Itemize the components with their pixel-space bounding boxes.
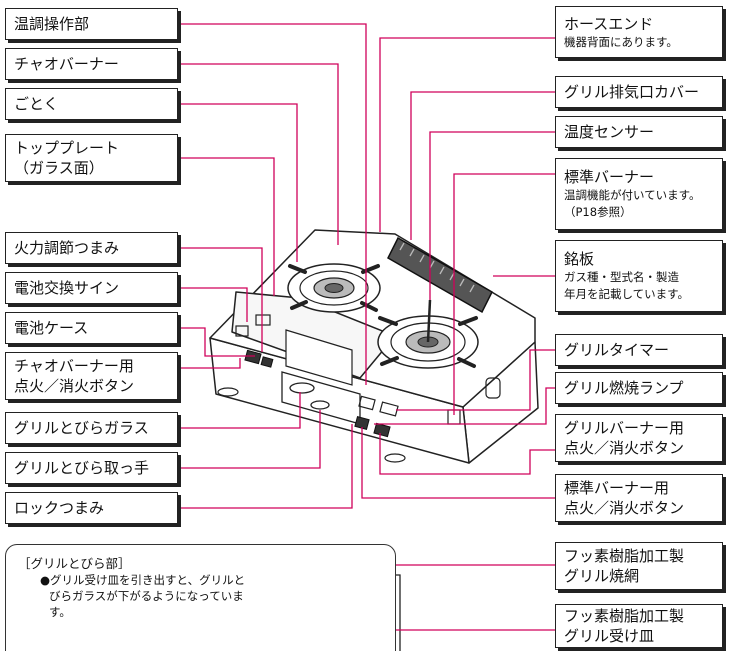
label-std-burner: 標準バーナー温調機能が付いています。 （P18参照）: [555, 158, 723, 230]
label-grill-timer-text: グリルタイマー: [564, 341, 670, 359]
label-grill-door-handle: グリルとびら取っ手: [5, 452, 178, 484]
label-temp-control-text: 温調操作部: [14, 15, 90, 33]
label-grill-tray: フッ素樹脂加工製グリル受け皿: [555, 604, 723, 648]
label-nameplate-sub: ガス種・型式名・製造: [564, 270, 679, 284]
label-battery-case-text: 電池ケース: [14, 319, 89, 337]
label-top-plate: トッププレート （ガラス面）: [5, 134, 178, 182]
chao-ignition-btn: [244, 349, 262, 365]
label-std-burner-text: 標準バーナー: [564, 168, 655, 186]
grill-door-handle-shape: [289, 382, 315, 394]
label-battery-sign: 電池交換サイン: [5, 272, 178, 304]
label-gotoku-text: ごとく: [14, 95, 59, 113]
grill-door-note-box: ［グリルとびら部］ ●グリル受け皿を引き出すと、グリルとびらガラスが下がるように…: [5, 544, 396, 651]
label-grill-net-text: フッ素樹脂加工製: [564, 547, 685, 565]
label-grill-lamp-text: グリル燃焼ランプ: [564, 379, 684, 397]
label-temp-sensor: 温度センサー: [555, 116, 723, 148]
label-lock-knob-text: ロックつまみ: [14, 499, 105, 517]
label-std-burner-sub: 温調機能が付いています。: [564, 188, 701, 202]
front-display-window: [285, 329, 353, 386]
label-temp-sensor-text: 温度センサー: [564, 123, 655, 141]
label-grill-door-glass-text: グリルとびらガラス: [14, 419, 149, 437]
label-fire-knob: 火力調節つまみ: [5, 232, 178, 264]
burner-left: [287, 263, 381, 313]
label-chao-ignition-text2: 点火／消火ボタン: [14, 377, 135, 395]
label-grill-net-text2: グリル焼網: [564, 567, 640, 585]
label-grill-lamp: グリル燃焼ランプ: [555, 372, 723, 404]
label-temp-control: 温調操作部: [5, 8, 178, 40]
battery-case-box: [235, 325, 249, 337]
gotoku-right: [378, 316, 478, 368]
grill-timer-btn: [379, 401, 399, 417]
hose-plug: [485, 377, 501, 399]
label-std-ignition: 標準バーナー用点火／消火ボタン: [555, 474, 723, 522]
label-grill-ignition-text: グリルバーナー用: [564, 419, 685, 437]
label-top-plate-text2: （ガラス面）: [14, 159, 104, 177]
label-nameplate-sub2: 年月を記載しています。: [564, 287, 690, 301]
label-grill-net: フッ素樹脂加工製グリル焼網: [555, 542, 723, 590]
label-grill-ignition: グリルバーナー用点火／消火ボタン: [555, 414, 723, 462]
label-grill-door-handle-text: グリルとびら取っ手: [14, 459, 150, 477]
label-gotoku: ごとく: [5, 88, 178, 120]
label-grill-exhaust-text: グリル排気口カバー: [564, 83, 700, 101]
label-nameplate: 銘板ガス種・型式名・製造年月を記載しています。: [555, 240, 723, 312]
label-grill-door-glass: グリルとびらガラス: [5, 412, 178, 444]
foot-right: [384, 453, 406, 463]
label-chao-ignition: チャオバーナー用点火／消火ボタン: [5, 352, 178, 400]
control-strip: [231, 291, 396, 379]
label-top-plate-text: トッププレート: [14, 139, 120, 157]
label-grill-tray-text2: グリル受け皿: [564, 627, 655, 645]
label-battery-case: 電池ケース: [5, 312, 178, 344]
label-chao-ignition-text: チャオバーナー用: [14, 357, 134, 375]
temp-sensor-rod: [426, 299, 432, 343]
label-battery-sign-text: 電池交換サイン: [14, 279, 120, 297]
label-grill-exhaust: グリル排気口カバー: [555, 76, 723, 108]
label-hose-end-sub: 機器背面にあります。: [564, 34, 678, 49]
label-std-ignition-text2: 点火／消火ボタン: [564, 499, 685, 517]
label-fire-knob-text: 火力調節つまみ: [14, 239, 120, 257]
grill-lamp-box: [358, 395, 376, 411]
label-std-ignition-text: 標準バーナー用: [564, 479, 670, 497]
label-std-burner-sub2: （P18参照）: [564, 205, 632, 219]
label-hose-end-text: ホースエンド: [564, 14, 654, 33]
label-grill-tray-text: フッ素樹脂加工製: [564, 607, 685, 625]
label-chao-burner: チャオバーナー: [5, 48, 178, 80]
grill-ignition-btn: [373, 422, 391, 438]
label-chao-burner-text: チャオバーナー: [14, 55, 119, 73]
grill-door-note-bullet: ●グリル受け皿を引き出すと、グリルとびらガラスが下がるようになっています。: [40, 573, 246, 619]
label-hose-end: ホースエンド機器背面にあります。: [555, 6, 723, 58]
grill-lock-shape: [310, 400, 330, 410]
label-nameplate-text: 銘板: [564, 250, 595, 268]
label-lock-knob: ロックつまみ: [5, 492, 178, 524]
std-ignition-btn: [354, 416, 370, 430]
grill-door-note-heading: ［グリルとびら部］: [18, 556, 131, 571]
label-grill-timer: グリルタイマー: [555, 334, 723, 366]
battery-sign-box: [255, 314, 271, 326]
label-grill-ignition-text2: 点火／消火ボタン: [564, 439, 685, 457]
foot-left: [217, 387, 239, 397]
grill-exhaust-shape: [387, 236, 493, 314]
chao-knob-btn: [260, 356, 274, 368]
